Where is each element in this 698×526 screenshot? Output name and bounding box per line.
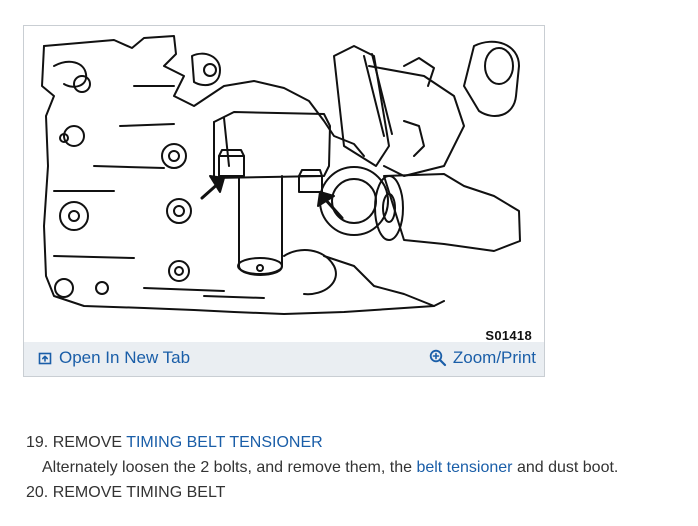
step-19: 19. REMOVE TIMING BELT TENSIONER: [26, 430, 694, 455]
open-in-new-tab-button[interactable]: Open In New Tab: [38, 348, 190, 368]
figure-code: S01418: [485, 328, 532, 343]
step-19-note-after: and dust boot.: [512, 459, 619, 476]
instructions: 19. REMOVE TIMING BELT TENSIONER Alterna…: [26, 430, 694, 505]
timing-belt-tensioner-illustration: [41, 35, 521, 315]
open-new-tab-icon: [38, 352, 52, 364]
zoom-in-icon: [429, 349, 446, 367]
zoom-print-label: Zoom/Print: [452, 348, 536, 367]
zoom-print-button[interactable]: Zoom/Print: [429, 348, 536, 368]
step-19-note-before: Alternately loosen the 2 bolts, and remo…: [42, 459, 417, 476]
figure-card: S01418 Open In New Tab Zoom/Print: [23, 25, 545, 377]
step-19-note: Alternately loosen the 2 bolts, and remo…: [26, 455, 694, 480]
step-19-prefix: 19. REMOVE: [26, 434, 127, 451]
step-20-text: 20. REMOVE TIMING BELT: [26, 484, 226, 501]
timing-belt-tensioner-link[interactable]: TIMING BELT TENSIONER: [126, 434, 323, 451]
figure-action-bar: Open In New Tab Zoom/Print: [24, 342, 544, 376]
step-20: 20. REMOVE TIMING BELT: [26, 480, 694, 505]
belt-tensioner-link[interactable]: belt tensioner: [416, 459, 513, 476]
open-in-new-tab-label: Open In New Tab: [59, 348, 191, 367]
